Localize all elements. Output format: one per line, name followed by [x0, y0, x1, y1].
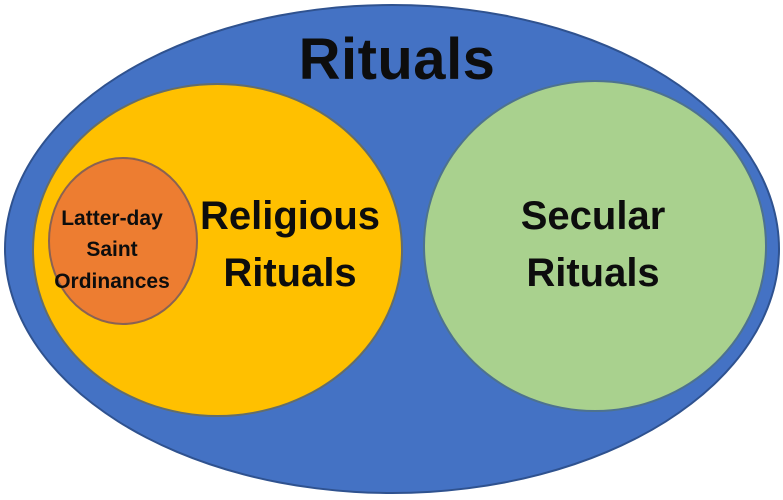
- secular-rituals-label: Secular Rituals: [520, 194, 666, 295]
- rituals-title-label: Rituals: [298, 26, 496, 92]
- lds-ordinances-label: Latter-day Saint Ordinances: [54, 206, 170, 293]
- secular-rituals-circle: [423, 80, 767, 412]
- lds-ordinances-circle: [48, 157, 198, 325]
- religious-rituals-label: Religious Rituals: [199, 194, 381, 295]
